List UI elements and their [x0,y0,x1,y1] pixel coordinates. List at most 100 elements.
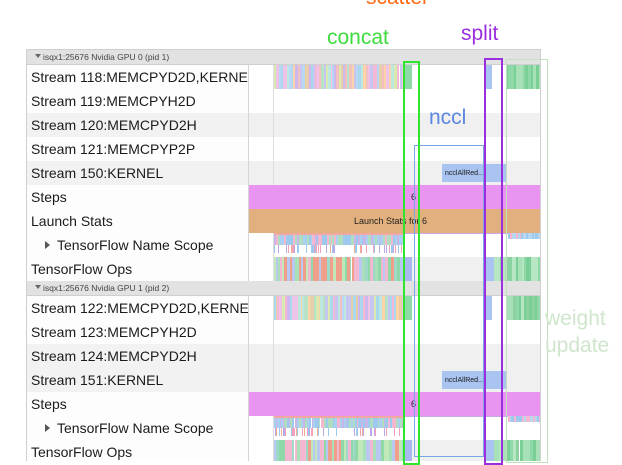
chevron-right-icon[interactable] [45,424,50,432]
namescope-tick [355,245,357,253]
timeline-row-label[interactable]: TensorFlow Name Scope [27,416,249,440]
timeline-row[interactable]: Stream 119:MEMCPYH2D [27,89,540,113]
timeline-row[interactable]: Steps 6 [27,185,540,209]
timeline-track[interactable] [249,296,540,320]
timeline-track[interactable] [249,65,540,89]
timeline-track[interactable] [249,440,540,461]
namescope-tick [285,245,287,253]
timeline-row[interactable]: Stream 150:KERNEL ncclAllRed... [27,161,540,185]
trace-slices [508,416,540,422]
trace-block [403,65,412,89]
namescope-tick [328,428,330,436]
timeline-row-label-text: TensorFlow Name Scope [57,237,214,253]
timeline-row-label[interactable]: Launch Stats [27,209,249,233]
timeline-gridline [273,137,274,161]
namescope-tick [315,245,317,253]
timeline-row-label[interactable]: Stream 119:MEMCPYH2D [27,89,249,113]
timeline-row-label[interactable]: Stream 122:MEMCPYD2D,KERNEL,MI [27,296,249,320]
timeline-row[interactable]: TensorFlow Name Scope [27,233,540,257]
timeline-row-label[interactable]: Steps [27,185,249,209]
namescope-tick [317,428,319,436]
timeline-track[interactable]: Launch Stats for 6 [249,209,540,233]
timeline-row-label[interactable]: TensorFlow Name Scope [27,233,249,257]
timeline-row-label-text: Stream 121:MEMCPYP2P [31,141,196,157]
timeline-track[interactable] [249,344,540,368]
timeline-track[interactable] [249,257,540,281]
timeline-row[interactable]: Stream 118:MEMCPYD2D,KERNEL,ME [27,65,540,89]
timeline-row-label[interactable]: Stream 151:KERNEL [27,368,249,392]
timeline-row-label-text: Stream 124:MEMCPYD2H [31,348,197,364]
namescope-tick [378,245,380,253]
namescope-tick [391,245,393,253]
timeline-row[interactable]: Stream 122:MEMCPYD2D,KERNEL,MI [27,296,540,320]
timeline-track[interactable] [249,320,540,344]
timeline-track[interactable]: ncclAllRed... [249,161,540,185]
timeline-row-label-text: TensorFlow Name Scope [57,420,214,436]
timeline-row[interactable]: Stream 151:KERNEL ncclAllRed... [27,368,540,392]
timeline-track[interactable] [249,113,540,137]
namescope-tick [316,428,318,436]
timeline-row[interactable]: Stream 121:MEMCPYP2P [27,137,540,161]
nccl-allreduce-block[interactable]: ncclAllRed... [442,164,506,182]
timeline-track[interactable]: 6 [249,392,540,416]
timeline-row-label[interactable]: Stream 120:MEMCPYD2H [27,113,249,137]
namescope-tick [366,245,368,253]
timeline-row-label[interactable]: Stream 121:MEMCPYP2P [27,137,249,161]
trace-block [484,257,494,281]
namescope-tick [301,428,303,436]
timeline-row-label-text: Steps [31,396,67,412]
timeline-row-label[interactable]: Steps [27,392,249,416]
timeline-track[interactable] [249,137,540,161]
timeline-track[interactable] [249,416,540,440]
nccl-allreduce-block[interactable]: ncclAllRed... [442,371,506,389]
timeline-row[interactable]: Launch Stats Launch Stats for 6 [27,209,540,233]
trace-slices [274,296,403,320]
timeline-track[interactable]: ncclAllRed... [249,368,540,392]
timeline-row[interactable]: TensorFlow Ops [27,257,540,281]
namescope-tick [331,245,333,253]
namescope-tick [294,245,296,253]
timeline-row-label-text: Stream 120:MEMCPYD2H [31,117,197,133]
namescope-tick [312,245,314,253]
namescope-tick [292,245,294,253]
timeline-row[interactable]: Steps 6 [27,392,540,416]
timeline-row[interactable]: Stream 124:MEMCPYD2H [27,344,540,368]
group-header[interactable]: isqx1:25676 Nvidia GPU 1 (pid 2) [27,281,540,296]
timeline-row[interactable]: Stream 123:MEMCPYH2D [27,320,540,344]
group-header-label: isqx1:25676 Nvidia GPU 0 (pid 1) [43,52,170,62]
namescope-tick [333,245,335,253]
trace-block [484,440,494,461]
namescope-tick [293,428,295,436]
timeline-row-label-text: TensorFlow Ops [31,261,133,277]
trace-slices [508,233,540,239]
namescope-tick [336,428,338,436]
timeline-row-label[interactable]: Stream 118:MEMCPYD2D,KERNEL,ME [27,65,249,89]
timeline-row-label-text: Steps [31,189,67,205]
timeline-track[interactable] [249,233,540,257]
group-header[interactable]: isqx1:25676 Nvidia GPU 0 (pid 1) [27,50,540,65]
timeline-row-label[interactable]: TensorFlow Ops [27,440,249,461]
trace-slices [274,65,403,89]
timeline-row-label[interactable]: Stream 123:MEMCPYH2D [27,320,249,344]
timeline-track[interactable]: 6 [249,185,540,209]
trace-block [484,65,492,89]
timeline-row-label-text: Launch Stats [31,213,113,229]
namescope-tick [359,428,361,436]
timeline-row-label[interactable]: TensorFlow Ops [27,257,249,281]
namescope-tick [279,428,281,436]
namescope-tick [389,245,391,253]
timeline-row[interactable]: TensorFlow Ops [27,440,540,461]
chevron-down-icon [35,54,41,58]
launch-stats-bar [249,209,540,233]
timeline-row-label[interactable]: Stream 150:KERNEL [27,161,249,185]
namescope-tick [329,245,331,253]
timeline-row-label-text: TensorFlow Ops [31,444,133,460]
timeline-row[interactable]: TensorFlow Name Scope [27,416,540,440]
chevron-right-icon[interactable] [45,241,50,249]
trace-viewer-panel[interactable]: isqx1:25676 Nvidia GPU 0 (pid 1) Stream 1… [26,49,541,461]
timeline-row[interactable]: Stream 120:MEMCPYD2H [27,113,540,137]
namescope-tick [392,245,394,253]
namescope-topline [405,233,540,235]
timeline-track[interactable] [249,89,540,113]
timeline-row-label[interactable]: Stream 124:MEMCPYD2H [27,344,249,368]
